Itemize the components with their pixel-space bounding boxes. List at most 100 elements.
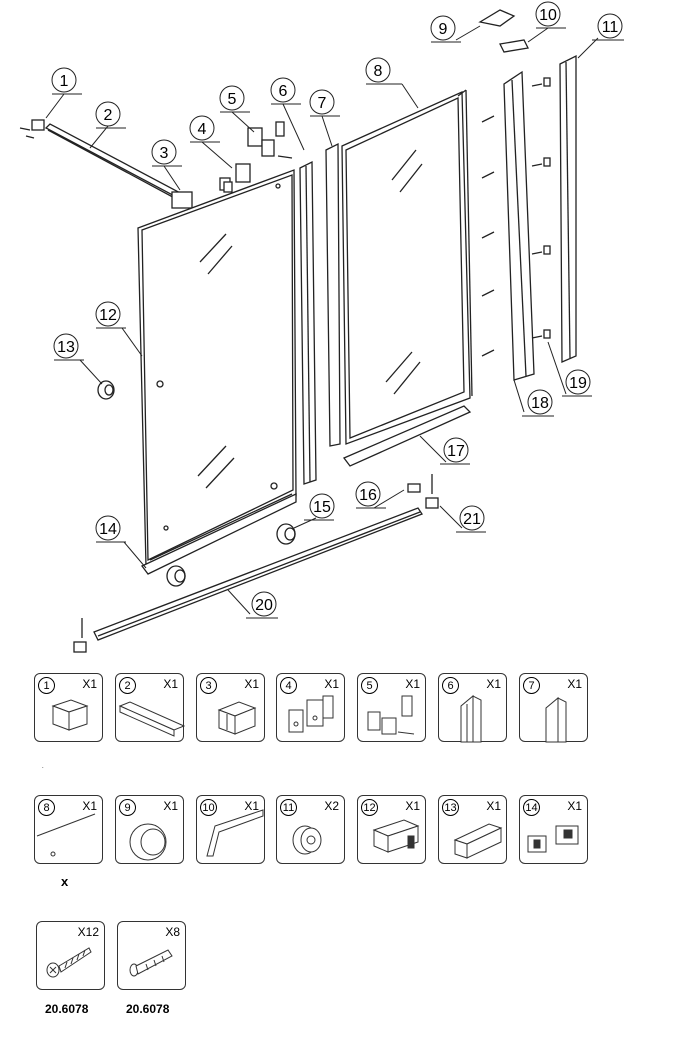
svg-text:9: 9 <box>439 21 448 38</box>
glass-clamp-part <box>219 163 251 193</box>
profile-bar-icon <box>118 701 185 737</box>
corner-bracket-icon <box>217 701 257 735</box>
seal-profile-icon <box>545 696 567 743</box>
part-tile-5: 5 X1 <box>357 673 426 742</box>
svg-text:10: 10 <box>539 7 557 24</box>
small-dot: . <box>42 764 44 770</box>
svg-text:7: 7 <box>318 95 327 112</box>
drip-seal-icon <box>206 809 264 857</box>
plug-code: 20.6078 <box>126 1002 170 1016</box>
part-tile-11: 11 X2 <box>276 795 345 864</box>
wall-plugs <box>531 77 551 339</box>
callout-9: 9 <box>430 15 461 43</box>
callout-20: 20 <box>246 591 278 619</box>
fixed-bottom-seal-part <box>141 492 297 575</box>
part-tile-7: 7 X1 <box>519 673 588 743</box>
hinge-clamp-icon <box>367 695 415 735</box>
svg-text:5: 5 <box>228 91 237 108</box>
callout-21: 21 <box>456 505 486 533</box>
svg-text:15: 15 <box>313 499 331 516</box>
connector-blocks-icon <box>527 825 579 853</box>
wall-plug-icon <box>129 949 173 977</box>
end-cap-icon <box>51 699 89 731</box>
note-mark: x <box>61 874 69 889</box>
roller-icon <box>292 825 322 855</box>
knob-top-part <box>478 9 516 27</box>
part-tile-13: 13 X1 <box>438 795 507 864</box>
svg-text:17: 17 <box>447 443 465 460</box>
magnetic-profile-icon <box>460 694 482 743</box>
callout-6: 6 <box>270 77 301 105</box>
callout-18: 18 <box>522 389 554 417</box>
screw-code: 20.6078 <box>45 1002 89 1016</box>
callout-8: 8 <box>365 57 402 85</box>
connector-21-part <box>425 474 439 509</box>
callout-3: 3 <box>151 139 182 167</box>
svg-text:3: 3 <box>160 145 169 162</box>
svg-text:12: 12 <box>99 307 117 324</box>
bottom-rail-icon <box>453 823 503 859</box>
callout-11: 11 <box>592 13 624 41</box>
callout-4: 4 <box>189 115 220 143</box>
svg-text:8: 8 <box>374 63 383 80</box>
roller-15-part <box>276 523 296 545</box>
svg-text:11: 11 <box>602 19 619 36</box>
callout-10: 10 <box>535 1 566 29</box>
part-tile-14: 14 X1 <box>519 795 588 864</box>
part-tile-6: 6 X1 <box>438 673 507 743</box>
callout-19: 19 <box>562 369 592 397</box>
fixed-glass-panel <box>137 169 297 568</box>
part-tile-12: 12 X1 <box>357 795 426 864</box>
exploded-assembly-diagram: 1 2 3 4 5 6 7 8 9 10 11 12 13 14 15 16 1… <box>19 1 624 653</box>
callout-12: 12 <box>95 301 126 329</box>
stopper-block-icon <box>372 819 420 853</box>
svg-text:18: 18 <box>531 395 549 412</box>
knob-icon <box>129 823 167 861</box>
callout-7: 7 <box>309 89 340 117</box>
door-bottom-seal-part <box>342 405 472 467</box>
part-tile-9: 9 X1 <box>115 795 184 864</box>
seal-profile-part <box>325 142 341 447</box>
svg-text:14: 14 <box>99 521 117 538</box>
sliding-glass-door <box>341 89 473 445</box>
roller-lower-part <box>166 565 186 587</box>
hinge-clamp-part <box>247 121 293 159</box>
svg-text:19: 19 <box>569 375 587 392</box>
glass-panel-icon <box>36 813 96 857</box>
knob-13-part <box>97 380 115 400</box>
svg-text:13: 13 <box>57 339 75 356</box>
svg-text:20: 20 <box>255 597 273 614</box>
callout-13: 13 <box>53 333 84 361</box>
wall-screws <box>481 115 495 357</box>
callout-5: 5 <box>219 85 250 113</box>
callout-15: 15 <box>304 493 335 521</box>
corner-bracket-part <box>171 191 193 209</box>
bottom-rail-part <box>93 507 423 641</box>
part-tile-4: 4 X1 <box>276 673 345 742</box>
part-tile-1: 1 X1 <box>34 673 103 742</box>
part-tile-plug: X8 <box>117 921 186 990</box>
screw-icon <box>46 947 92 978</box>
magnetic-profile-part <box>299 160 317 485</box>
svg-text:2: 2 <box>104 107 113 124</box>
wall-channel-part <box>559 54 577 363</box>
callout-2: 2 <box>95 101 126 129</box>
part-tile-2: 2 X1 <box>115 673 185 742</box>
stopper-16-part <box>407 483 421 493</box>
svg-text:4: 4 <box>198 121 207 138</box>
connector-left-part <box>73 618 87 653</box>
part-tile-3: 3 X1 <box>196 673 265 742</box>
part-tile-screw: X12 <box>36 921 105 990</box>
part-tile-8: 8 X1 <box>34 795 103 864</box>
callout-14: 14 <box>95 515 126 543</box>
svg-text:6: 6 <box>279 83 288 100</box>
callout-16: 16 <box>355 481 386 509</box>
svg-text:1: 1 <box>60 73 69 90</box>
glass-clamp-icon <box>288 695 334 733</box>
end-cap-part <box>19 119 45 139</box>
part-tile-10: 10 X1 <box>196 795 265 864</box>
wall-profile-part <box>503 70 535 381</box>
callout-17: 17 <box>440 437 470 465</box>
svg-text:21: 21 <box>463 511 481 528</box>
svg-text:16: 16 <box>359 487 377 504</box>
